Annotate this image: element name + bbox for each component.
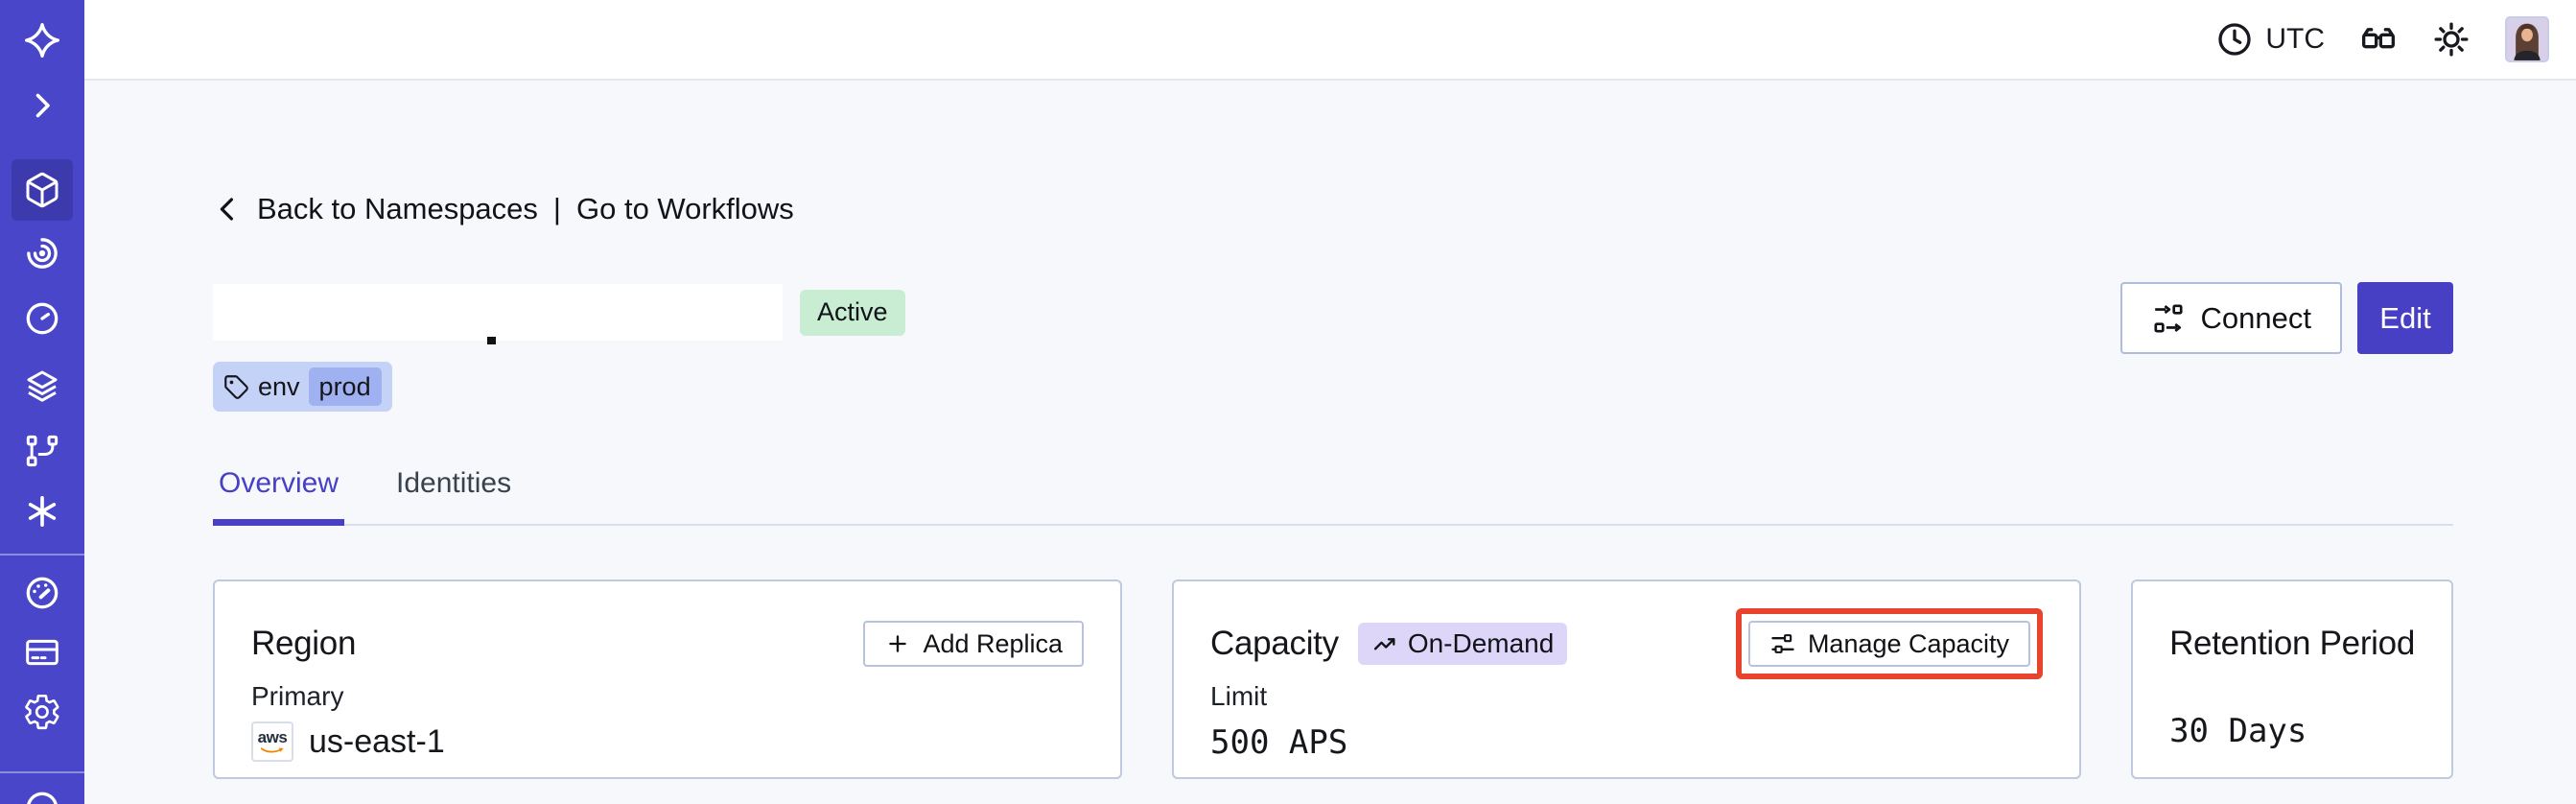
temporal-logo[interactable]: [23, 21, 61, 59]
sidebar: [0, 0, 84, 804]
support-icon[interactable]: [23, 789, 61, 804]
tab-overview[interactable]: Overview: [213, 467, 345, 526]
sliders-icon: [1771, 634, 1794, 653]
retention-card-header: Retention Period: [2169, 606, 2415, 681]
add-replica-button[interactable]: Add Replica: [863, 621, 1085, 667]
sidebar-item-namespaces[interactable]: [12, 159, 73, 221]
sidebar-divider: [0, 554, 84, 556]
plus-icon: [889, 635, 907, 652]
usage-icon[interactable]: [23, 574, 61, 612]
nexus-icon[interactable]: [23, 492, 61, 531]
light-mode-icon[interactable]: [2432, 20, 2471, 59]
glasses-icon[interactable]: [2359, 20, 2398, 59]
capacity-card-header: Capacity On-Demand: [1210, 606, 2044, 681]
sidebar-divider: [0, 771, 84, 773]
status-badge: Active: [800, 289, 905, 336]
add-replica-label: Add Replica: [923, 628, 1064, 658]
aws-wordmark: aws: [257, 727, 288, 746]
on-demand-label: On-Demand: [1407, 628, 1555, 658]
capacity-title-group: Capacity On-Demand: [1210, 623, 1568, 665]
tag-value-chip: prod: [308, 367, 382, 406]
retention-card-title: Retention Period: [2169, 625, 2415, 662]
user-avatar[interactable]: [2505, 16, 2549, 62]
aws-logo: aws: [251, 721, 293, 762]
tab-bar: Overview Identities: [213, 467, 2453, 526]
settings-icon[interactable]: [23, 693, 61, 731]
billing-icon[interactable]: [23, 633, 61, 672]
trending-up-icon: [1373, 638, 1395, 650]
tag-value: prod: [318, 371, 371, 401]
tag-row: env prod: [213, 362, 2453, 412]
capacity-card: Capacity On-Demand: [1172, 579, 2082, 779]
retention-value: 30 Days: [2169, 712, 2307, 750]
red-annotation-highlight: Manage Capacity: [1735, 608, 2044, 679]
namespaces-cube-icon: [23, 171, 61, 209]
expand-chevron-icon[interactable]: [25, 88, 59, 123]
on-demand-badge: On-Demand: [1357, 623, 1568, 665]
region-value: us-east-1: [309, 722, 445, 760]
capacity-card-title: Capacity: [1210, 625, 1339, 662]
namespace-actions: Connect Edit: [2119, 282, 2453, 354]
timezone-selector[interactable]: UTC: [2215, 20, 2325, 59]
batch-operations-icon[interactable]: [23, 432, 61, 470]
schedules-icon[interactable]: [23, 299, 61, 338]
aws-smile-arc: [260, 746, 284, 752]
tag-icon: [223, 374, 249, 400]
timezone-label: UTC: [2265, 23, 2325, 55]
retention-card: Retention Period 30 Days: [2131, 579, 2453, 779]
main-content: Back to Namespaces | Go to Workflows Act…: [213, 81, 2453, 779]
breadcrumb-back-link[interactable]: Back to Namespaces: [257, 192, 538, 225]
topbar: UTC: [84, 0, 2576, 81]
edit-button[interactable]: Edit: [2357, 282, 2453, 354]
env-tag: env prod: [213, 362, 392, 412]
manage-capacity-button[interactable]: Manage Capacity: [1747, 621, 2031, 667]
clock-icon: [2215, 20, 2254, 59]
workflows-icon[interactable]: [23, 234, 61, 272]
edit-label: Edit: [2379, 300, 2431, 335]
connect-icon: [2153, 303, 2183, 333]
region-value-row: aws us-east-1: [251, 721, 1084, 762]
tag-key: env: [258, 371, 300, 401]
namespace-title-row: Active: [213, 284, 2453, 344]
primary-label: Primary: [251, 681, 344, 711]
region-card-title: Region: [251, 625, 357, 662]
connect-label: Connect: [2200, 300, 2311, 335]
namespace-name-redacted: [213, 284, 783, 344]
region-card: Region Add Replica Primary aws: [213, 579, 1123, 779]
overview-cards: Region Add Replica Primary aws: [213, 579, 2453, 779]
limit-label: Limit: [1210, 681, 1268, 711]
deployments-icon[interactable]: [23, 367, 61, 405]
breadcrumb: Back to Namespaces | Go to Workflows: [213, 192, 2453, 226]
redaction-artifact: [487, 337, 496, 344]
manage-capacity-label: Manage Capacity: [1807, 628, 2010, 658]
tab-identities[interactable]: Identities: [396, 467, 512, 499]
connect-button[interactable]: Connect: [2119, 282, 2342, 354]
limit-value: 500 APS: [1210, 723, 1348, 762]
breadcrumb-workflows-link[interactable]: Go to Workflows: [575, 192, 794, 225]
breadcrumb-separator: |: [552, 192, 561, 225]
region-card-header: Region Add Replica: [251, 606, 1085, 681]
back-chevron-icon[interactable]: [213, 195, 242, 224]
